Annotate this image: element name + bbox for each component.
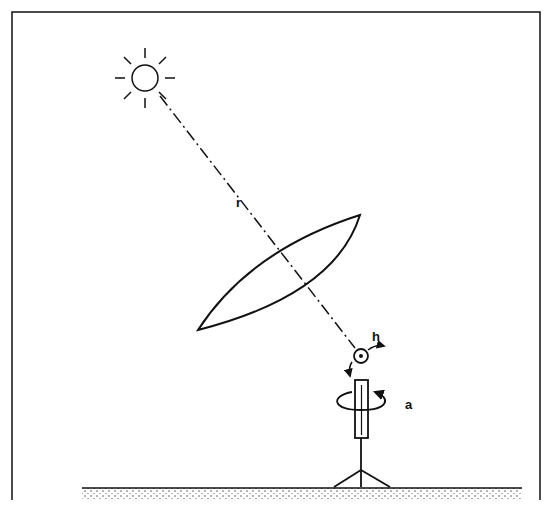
azimuth-arrow <box>337 392 385 410</box>
sun-symbol <box>115 48 175 108</box>
pivot-center <box>359 354 363 358</box>
callout-letter: a <box>405 398 412 411</box>
pivot-joint <box>354 349 368 363</box>
ground-hatch <box>82 488 522 500</box>
callout-letter: r <box>236 196 241 209</box>
ground-line <box>82 487 522 489</box>
frame <box>12 12 540 500</box>
elevation-arrow <box>349 362 352 376</box>
dish-reflector <box>198 215 360 330</box>
elevation-arrow <box>368 346 384 351</box>
tripod <box>334 438 390 487</box>
callout-letter: h <box>372 330 380 343</box>
